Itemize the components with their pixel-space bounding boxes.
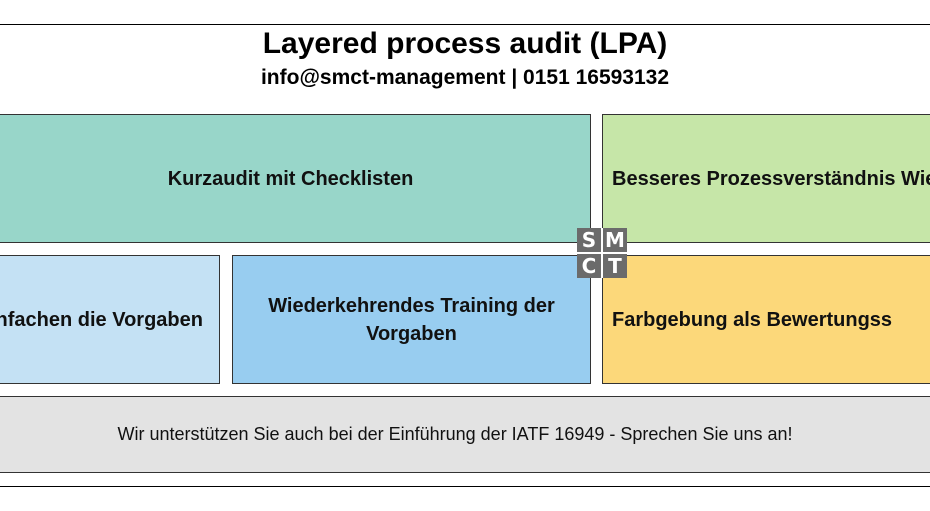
box-prozessverstaendnis: Besseres Prozessverständnis Wiederholung…	[602, 114, 930, 243]
box-checklisten-vereinfachen: listen vereinfachen die Vorgaben	[0, 255, 220, 384]
box-kurzaudit: Kurzaudit mit Checklisten	[0, 114, 591, 243]
logo-letter-c: C	[577, 254, 601, 278]
page-title: Layered process audit (LPA)	[262, 27, 668, 60]
box-checklisten-vereinfachen-label: listen vereinfachen die Vorgaben	[0, 308, 203, 331]
box-farbgebung: Farbgebung als Bewertungss	[602, 255, 930, 384]
support-banner-text: Wir unterstützen Sie auch bei der Einfüh…	[117, 424, 793, 444]
box-training: Wiederkehrendes Training der Vorgaben	[232, 255, 591, 384]
support-banner: Wir unterstützen Sie auch bei der Einfüh…	[0, 396, 930, 473]
logo-letter-m: M	[603, 228, 627, 252]
contact-info: info@smct-management | 0151 16593132	[260, 66, 670, 89]
frame-top-line	[0, 24, 930, 25]
box-training-label: Wiederkehrendes Training der Vorgaben	[268, 294, 555, 345]
smct-logo: S M C T	[577, 228, 627, 278]
box-farbgebung-label: Farbgebung als Bewertungss	[612, 308, 893, 331]
box-prozessverstaendnis-label: Besseres Prozessverständnis Wiederholung…	[612, 167, 930, 190]
frame-bottom-line	[0, 486, 930, 487]
logo-letter-s: S	[577, 228, 601, 252]
logo-letter-t: T	[603, 254, 627, 278]
box-kurzaudit-label: Kurzaudit mit Checklisten	[167, 167, 414, 190]
